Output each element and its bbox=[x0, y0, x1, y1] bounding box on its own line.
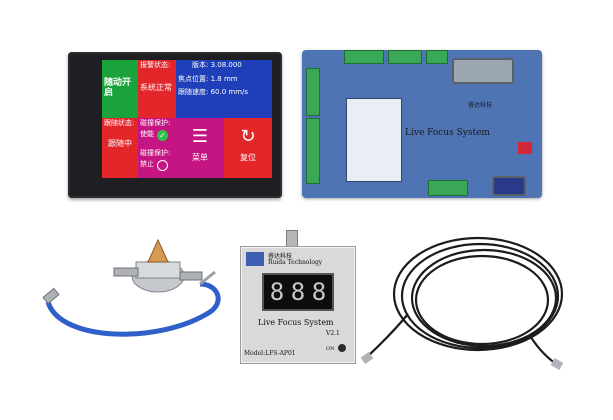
terminal-block bbox=[428, 180, 468, 196]
enable-text: 使能 bbox=[140, 130, 154, 139]
collision-enable-tile[interactable]: 碰撞保护: 使能 ✓ bbox=[138, 118, 176, 148]
alarm-state-tile: 报警状态: 系统正常 bbox=[138, 60, 176, 118]
digit: 8 bbox=[290, 278, 306, 306]
terminal-block bbox=[344, 50, 384, 64]
terminal-block bbox=[388, 50, 422, 64]
status-readout: 版本: 3.08.000 焦点位置: 1.8 mm 跟随速度: 60.0 mm/… bbox=[176, 60, 272, 118]
menu-label: 菜单 bbox=[192, 153, 208, 162]
focus-position-value: 1.8 mm bbox=[210, 74, 238, 83]
lfs-model: Model:LFS-AP01 bbox=[244, 350, 296, 357]
terminal-block bbox=[306, 118, 320, 184]
digit: 8 bbox=[269, 278, 285, 306]
version-text: 版本: 3.08.000 bbox=[192, 61, 242, 69]
reset-label: 复位 bbox=[240, 153, 256, 162]
terminal-block bbox=[306, 68, 320, 116]
terminal-block bbox=[426, 50, 448, 64]
forbid-icon bbox=[157, 159, 168, 171]
lfs-version: V2.1 bbox=[326, 330, 340, 337]
collision-label: 碰撞保护: bbox=[140, 119, 171, 127]
following-text: 跟随中 bbox=[108, 138, 132, 148]
cable bbox=[45, 281, 221, 337]
follow-speed-label: 跟随速度: bbox=[178, 88, 209, 97]
follow-state-tile: 跟随状态: 跟随中 bbox=[102, 118, 138, 178]
collision-protect-label: 碰撞保护: bbox=[140, 149, 171, 157]
digit: 8 bbox=[311, 278, 327, 306]
nozzle-icon bbox=[147, 238, 169, 263]
focus-position-label: 焦点位置: bbox=[178, 74, 209, 83]
db25-connector bbox=[452, 58, 514, 84]
sensor-head-drawing bbox=[42, 238, 221, 337]
list-icon: ☰ bbox=[191, 126, 209, 147]
system-normal-text: 系统正常 bbox=[140, 82, 172, 92]
seven-segment-display: 8 8 8 bbox=[262, 273, 334, 311]
lfs-title: Live Focus System bbox=[258, 318, 334, 327]
pin-label-table bbox=[346, 98, 402, 182]
follow-on-tile[interactable]: 随动开启 bbox=[102, 60, 138, 118]
check-icon: ✓ bbox=[157, 129, 168, 141]
follow-speed-value: 60.0 mm/s bbox=[210, 88, 249, 97]
button-label: ON bbox=[326, 346, 335, 352]
disable-text: 禁止 bbox=[140, 160, 154, 169]
collision-disable-tile[interactable]: 碰撞保护: 禁止 bbox=[138, 148, 176, 178]
board-brand: 睿达科技 bbox=[468, 102, 493, 109]
board-title: Live Focus System bbox=[405, 128, 490, 138]
menu-button[interactable]: ☰ 菜单 bbox=[176, 118, 224, 178]
dip-switch bbox=[518, 142, 532, 154]
lfs-brand-cn: 睿达科技 bbox=[268, 253, 293, 260]
lfs-brand-en: Ruida Technology bbox=[268, 259, 323, 266]
power-button[interactable] bbox=[338, 344, 346, 352]
db9-connector bbox=[492, 176, 526, 196]
reset-button[interactable]: ↻ 复位 bbox=[224, 118, 272, 178]
follow-on-label: 随动开启 bbox=[104, 78, 132, 98]
follow-state-label: 跟随状态: bbox=[104, 119, 135, 127]
alarm-state-label: 报警状态: bbox=[140, 61, 171, 69]
brand-logo bbox=[246, 252, 264, 266]
coiled-cable-drawing bbox=[360, 236, 564, 370]
hmi-screen: 随动开启 报警状态: 系统正常 版本: 3.08.000 焦点位置: 1.8 m… bbox=[102, 60, 272, 178]
refresh-icon: ↻ bbox=[240, 126, 256, 147]
